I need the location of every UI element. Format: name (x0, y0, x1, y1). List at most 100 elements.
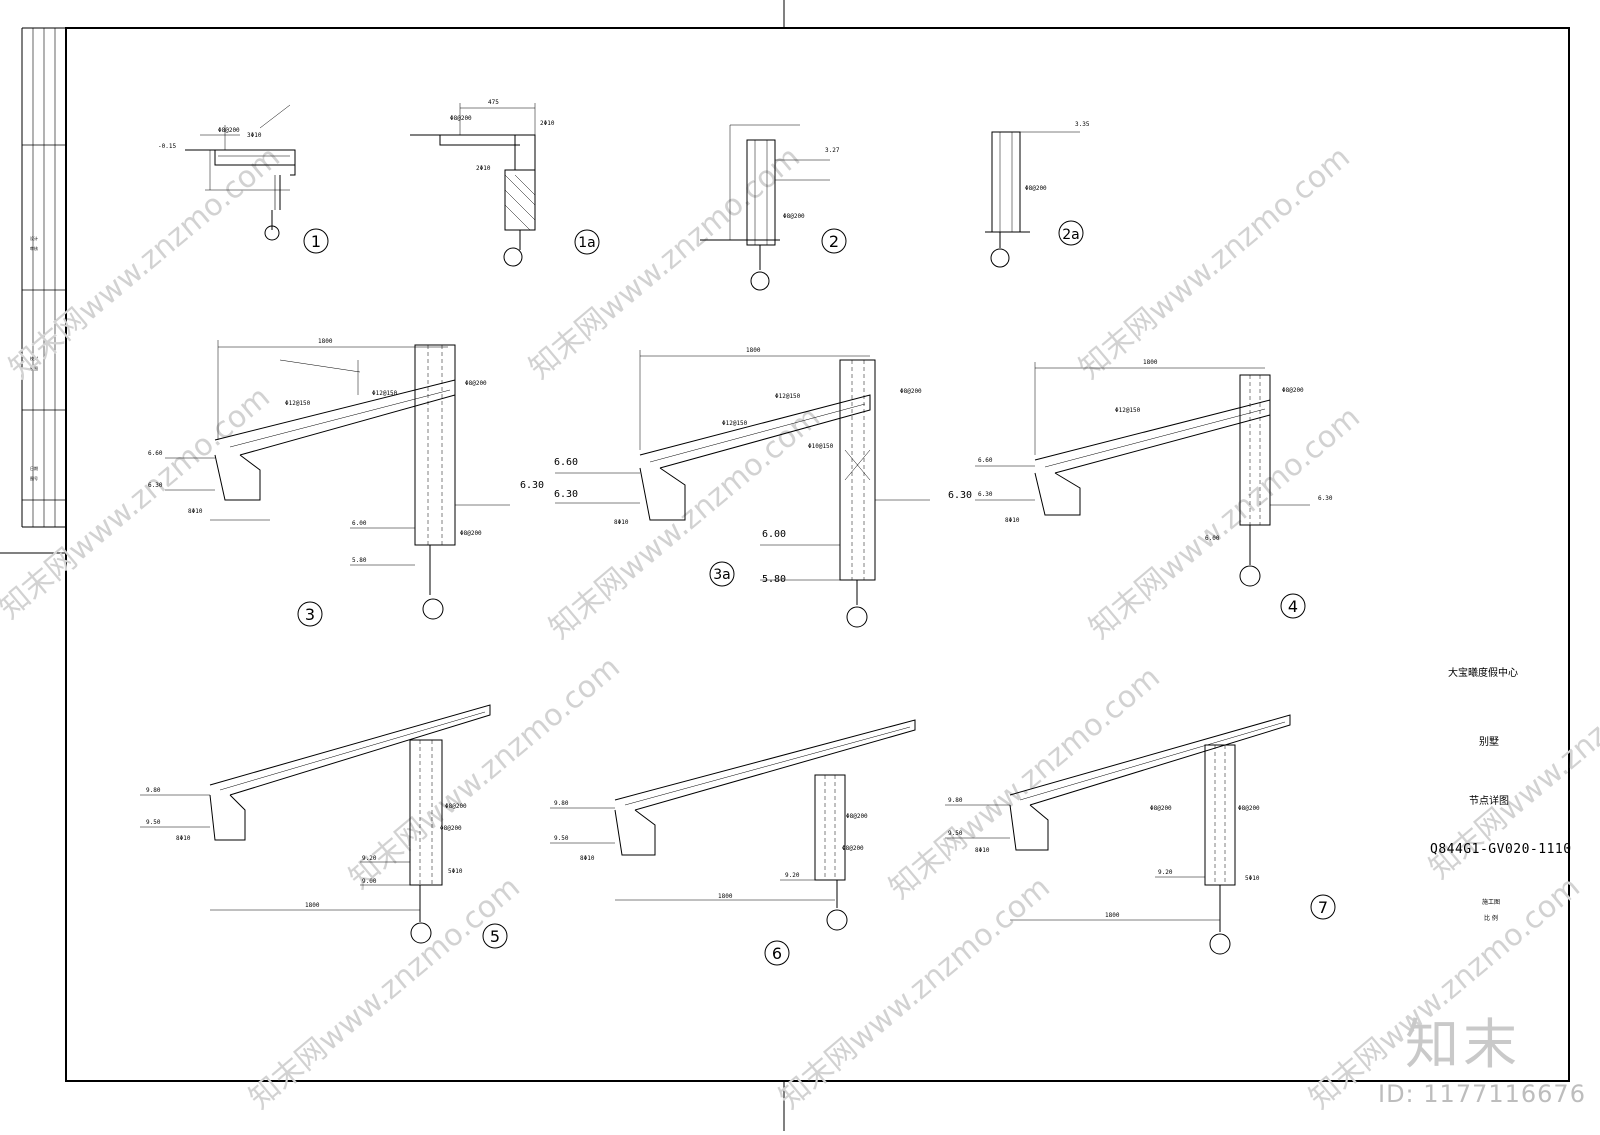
detail-7-drawing (945, 714, 1291, 955)
drawing-number: Q844G1-GV020-1110 (1430, 842, 1572, 857)
brand-watermark-logo: 知末 (1405, 1013, 1521, 1076)
d3-elev-630: 6.30 (148, 482, 163, 489)
d7-rebar-2: Φ8@200 (1238, 805, 1260, 812)
detail-label-6: 6 (772, 944, 782, 963)
d2a-elev-label: 3.35 (1075, 121, 1090, 128)
d3-elev-630-right: 6.30 (520, 480, 544, 491)
d3a-elev-630-right: 6.30 (948, 490, 972, 501)
sheet-title: 节点详图 (1469, 796, 1509, 807)
d7-elev-920: 9.20 (1158, 869, 1173, 876)
svg-text:知末网www.znzmo.com: 知末网www.znzmo.com (243, 870, 527, 1116)
d3a-elev-660: 6.60 (554, 457, 578, 468)
d3a-elev-600: 6.00 (762, 529, 786, 540)
d6-elev-950: 9.50 (554, 835, 569, 842)
d3-span-label: 1800 (318, 338, 333, 345)
d7-elev-980: 9.80 (948, 797, 963, 804)
d2-rebar-label: Φ8@200 (783, 213, 805, 220)
sheet-frame (0, 0, 1570, 1131)
d4-rebar-2: Φ8@200 (1282, 387, 1304, 394)
d5-rebar-1: Φ8@200 (445, 803, 467, 810)
svg-text:知末网www.znzmo.com: 知末网www.znzmo.com (523, 140, 807, 386)
d4-elev-630-right: 6.30 (1318, 495, 1333, 502)
svg-text:知末网www.znzmo.com: 知末网www.znzmo.com (883, 660, 1167, 906)
d3a-elev-630: 6.30 (554, 489, 578, 500)
detail-label-4: 4 (1288, 597, 1298, 616)
detail-3a-drawing (555, 350, 930, 628)
d4-elev-600: 6.00 (1205, 535, 1220, 542)
d6-rebar-2: Φ8@200 (842, 845, 864, 852)
d3a-elev-580: 5.80 (762, 574, 786, 585)
detail-1-drawing (185, 104, 296, 241)
d5-elev-980: 9.80 (146, 787, 161, 794)
d5-elev-900: 9.00 (362, 878, 377, 885)
d1-rebar-label-2: 3Φ10 (247, 132, 262, 139)
d7-rebar-4: 8Φ10 (975, 847, 990, 854)
d1a-rebar-label: Φ8@200 (450, 115, 472, 122)
d1-rebar-label: Φ8@200 (218, 127, 240, 134)
svg-text:审核: 审核 (30, 245, 38, 251)
d3-rebar-2: Φ12@150 (372, 390, 398, 397)
detail-5-drawing (140, 704, 491, 944)
svg-text:校对: 校对 (30, 355, 38, 361)
d4-rebar-3: 8Φ10 (1005, 517, 1020, 524)
d6-span-label: 1800 (718, 893, 733, 900)
d3a-rebar-5: 8Φ10 (614, 519, 629, 526)
d6-rebar-1: Φ8@200 (846, 813, 868, 820)
d1-elevation-label: -0.15 (158, 143, 176, 150)
d5-elev-950: 9.50 (146, 819, 161, 826)
d6-rebar-3: 8Φ10 (580, 855, 595, 862)
d5-elev-920: 9.20 (362, 855, 377, 862)
d3a-rebar-4: Φ8@200 (900, 388, 922, 395)
d4-elev-660: 6.60 (978, 457, 993, 464)
d1a-rebar-label-2: 2Φ10 (540, 120, 555, 127)
building-name: 别墅 (1479, 737, 1499, 748)
d7-rebar-3: 5Φ10 (1245, 875, 1260, 882)
svg-text:日期: 日期 (30, 465, 38, 471)
d3-rebar-4: Φ8@200 (460, 530, 482, 537)
d1a-dim-label: 475 (488, 99, 499, 106)
detail-4-drawing (975, 362, 1310, 587)
d6-elev-980: 9.80 (554, 800, 569, 807)
d3-elev-660: 6.60 (148, 450, 163, 457)
svg-text:知末网www.znzmo.com: 知末网www.znzmo.com (0, 380, 277, 626)
svg-text:图号: 图号 (30, 475, 38, 481)
detail-2-drawing (700, 124, 830, 291)
detail-label-5: 5 (490, 927, 500, 946)
detail-2a-drawing (985, 131, 1080, 268)
scale-label: 比 例 (1484, 915, 1498, 922)
d1a-rebar-label-3: 2Φ10 (476, 165, 491, 172)
site-watermark: 知末网www.znzmo.com 知末网www.znzmo.com 知末网www… (0, 140, 1600, 1116)
d3a-rebar-3: Φ10@150 (808, 443, 834, 450)
d4-span-label: 1800 (1143, 359, 1158, 366)
detail-label-2a: 2a (1062, 227, 1080, 243)
d2a-rebar-label: Φ8@200 (1025, 185, 1047, 192)
detail-1a-drawing (410, 103, 536, 267)
watermark-id: ID: 1177116676 (1378, 1080, 1586, 1108)
d3-rebar-3: Φ8@200 (465, 380, 487, 387)
detail-3-drawing (165, 340, 510, 620)
d7-elev-950: 9.50 (948, 830, 963, 837)
detail-label-3: 3 (305, 605, 315, 624)
d3-rebar-5: 8Φ10 (188, 508, 203, 515)
d7-span-label: 1800 (1105, 912, 1120, 919)
svg-text:设计: 设计 (30, 235, 38, 241)
detail-label-1: 1 (311, 232, 321, 251)
project-name: 大宝曦度假中心 (1448, 668, 1518, 679)
svg-text:制图: 制图 (30, 365, 38, 371)
d2-elev-label: 3.27 (825, 147, 840, 154)
d4-elev-630: 6.30 (978, 491, 993, 498)
detail-label-1a: 1a (578, 235, 596, 251)
d5-rebar-3: 5Φ10 (448, 868, 463, 875)
svg-text:知末网www.znzmo.com: 知末网www.znzmo.com (3, 140, 287, 386)
d3a-rebar-1: Φ12@150 (722, 420, 748, 427)
d3-elev-580: 5.80 (352, 557, 367, 564)
d3a-rebar-2: Φ12@150 (775, 393, 801, 400)
d5-span-label: 1800 (305, 902, 320, 909)
d7-rebar-1: Φ8@200 (1150, 805, 1172, 812)
d4-rebar-1: Φ12@150 (1115, 407, 1141, 414)
svg-text:知末网www.znzmo.com: 知末网www.znzmo.com (543, 400, 827, 646)
svg-text:知末网www.znzmo.com: 知末网www.znzmo.com (1073, 140, 1357, 386)
detail-label-7: 7 (1318, 898, 1328, 917)
